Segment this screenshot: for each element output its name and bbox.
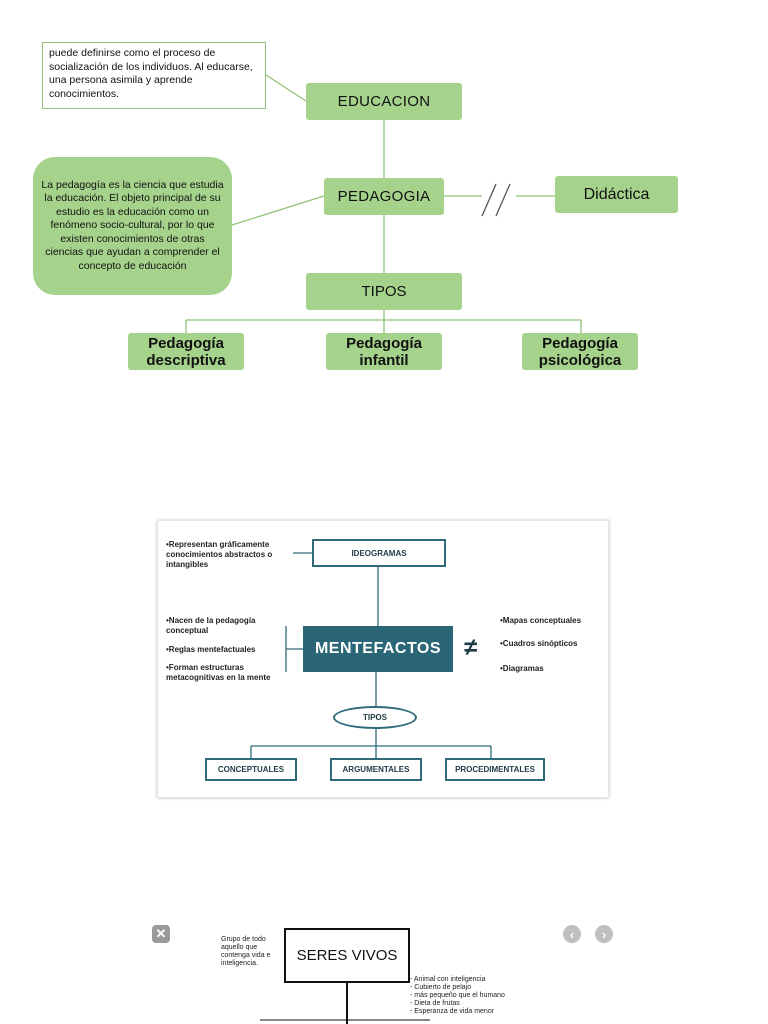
didactica-node: Didáctica — [555, 176, 678, 213]
type-node-descriptiva: Pedagogía descriptiva — [128, 333, 244, 370]
trait-item: - Cubierto de pelajo — [410, 984, 472, 991]
type-label: ARGUMENTALES — [342, 765, 410, 774]
tipos-ellipse-label: TIPOS — [362, 713, 387, 722]
tipos-label: TIPOS — [361, 283, 407, 300]
pedagogia-label: PEDAGOGIA — [337, 188, 431, 205]
trait-item: - Dieta de frutas — [410, 1000, 460, 1007]
type-node-infantil: Pedagogía infantil — [326, 333, 442, 370]
right-note-1: •Mapas conceptuales — [500, 616, 582, 625]
trait-item: - más pequeño que el humano — [410, 992, 505, 999]
trait-item: - Animal con inteligencia — [410, 976, 486, 983]
educacion-label: EDUCACION — [337, 93, 431, 110]
tipos-ellipse: TIPOS — [333, 706, 417, 729]
type-node-conceptuales: CONCEPTUALES — [205, 758, 297, 781]
mentefactos-node: MENTEFACTOS — [303, 626, 453, 672]
educacion-node: EDUCACION — [306, 83, 462, 120]
diagram2-connectors — [250, 552, 492, 758]
chevron-left-icon[interactable]: ‹ — [563, 925, 581, 943]
seres-vivos-label: SERES VIVOS — [296, 947, 398, 964]
didactica-label: Didáctica — [583, 185, 650, 203]
type-label: Pedagogía infantil — [346, 334, 422, 369]
type-label: CONCEPTUALES — [217, 765, 285, 774]
pedagogia-definition-text: La pedagogía es la ciencia que estudia l… — [41, 178, 224, 272]
mentefactos-note-2: •Reglas mentefactuales — [166, 645, 256, 654]
tipos-node: TIPOS — [306, 273, 462, 310]
diagram1-connectors — [185, 74, 582, 333]
ideogramas-node: IDEOGRAMAS — [312, 539, 446, 567]
type-node-argumentales: ARGUMENTALES — [330, 758, 422, 781]
type-label: Pedagogía descriptiva — [146, 334, 226, 369]
close-icon[interactable]: ✕ — [152, 925, 170, 943]
trait-item: - Esperanza de vida menor — [410, 1008, 495, 1015]
educacion-definition-text: puede definirse como el proceso de socia… — [49, 47, 253, 100]
seres-vivos-note: Grupo de todo aquello que contenga vida … — [221, 936, 271, 967]
type-node-procedimentales: PROCEDIMENTALES — [445, 758, 545, 781]
type-label: PROCEDIMENTALES — [455, 765, 535, 774]
pedagogia-node: PEDAGOGIA — [324, 178, 444, 215]
mentefactos-label: MENTEFACTOS — [314, 640, 442, 657]
chevron-right-icon[interactable]: › — [595, 925, 613, 943]
right-note-3: •Diagramas — [500, 664, 544, 673]
right-note-2: •Cuadros sinópticos — [500, 639, 578, 648]
type-label: Pedagogía psicológica — [538, 334, 622, 369]
seres-vivos-node: SERES VIVOS — [284, 928, 410, 983]
mentefactos-note-3: •Forman estructuras metacognitivas en la… — [166, 663, 271, 682]
type-node-psicologica: Pedagogía psicológica — [522, 333, 638, 370]
traits-list: - Animal con inteligencia - Cubierto de … — [410, 976, 540, 1016]
not-equal-sign: ≠ — [464, 634, 478, 661]
ideogramas-note: •Representan gráficamente conocimientos … — [166, 540, 273, 569]
educacion-definition-note: puede definirse como el proceso de socia… — [42, 42, 266, 109]
mentefactos-note-1: •Nacen de la pedagogía conceptual — [166, 616, 256, 635]
ideogramas-label: IDEOGRAMAS — [351, 548, 407, 558]
pedagogia-definition-note: La pedagogía es la ciencia que estudia l… — [33, 157, 232, 295]
